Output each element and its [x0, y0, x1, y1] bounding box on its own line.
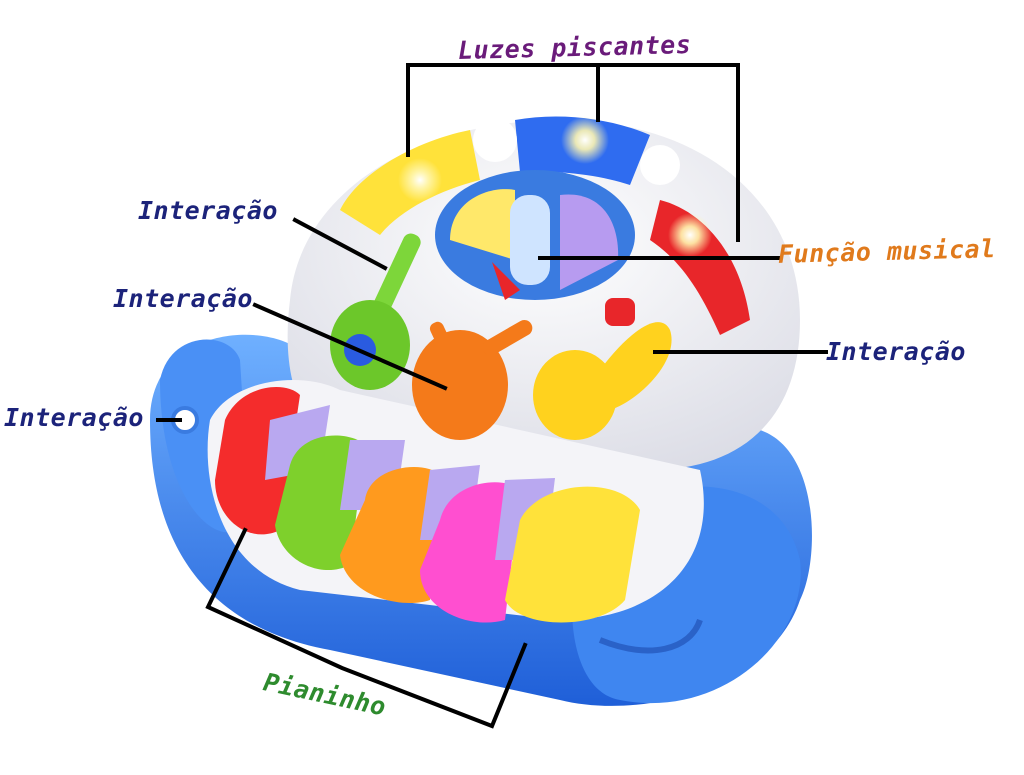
music-dial: [435, 170, 635, 300]
callout-lines: [156, 63, 828, 729]
label-interacao-horn: Interação: [826, 337, 966, 366]
label-interacao-drum: Interação: [113, 284, 253, 313]
piano-bracket: [205, 527, 528, 729]
label-luzes-piscantes: Luzes piscantes: [457, 29, 692, 66]
label-funcao-musical: Função musical: [777, 234, 997, 269]
blinking-lights: [340, 116, 750, 335]
int-drum-line: [252, 302, 448, 391]
label-interacao-side: Interação: [4, 403, 144, 432]
guitar-toy: [330, 233, 421, 390]
drum-toy: [412, 320, 533, 440]
luzes-bracket: [406, 63, 740, 242]
piano-keys: [215, 387, 640, 623]
label-interacao-guitar: Interação: [138, 196, 278, 225]
int-guitar-line: [292, 217, 388, 271]
horn-toy: [533, 298, 672, 440]
